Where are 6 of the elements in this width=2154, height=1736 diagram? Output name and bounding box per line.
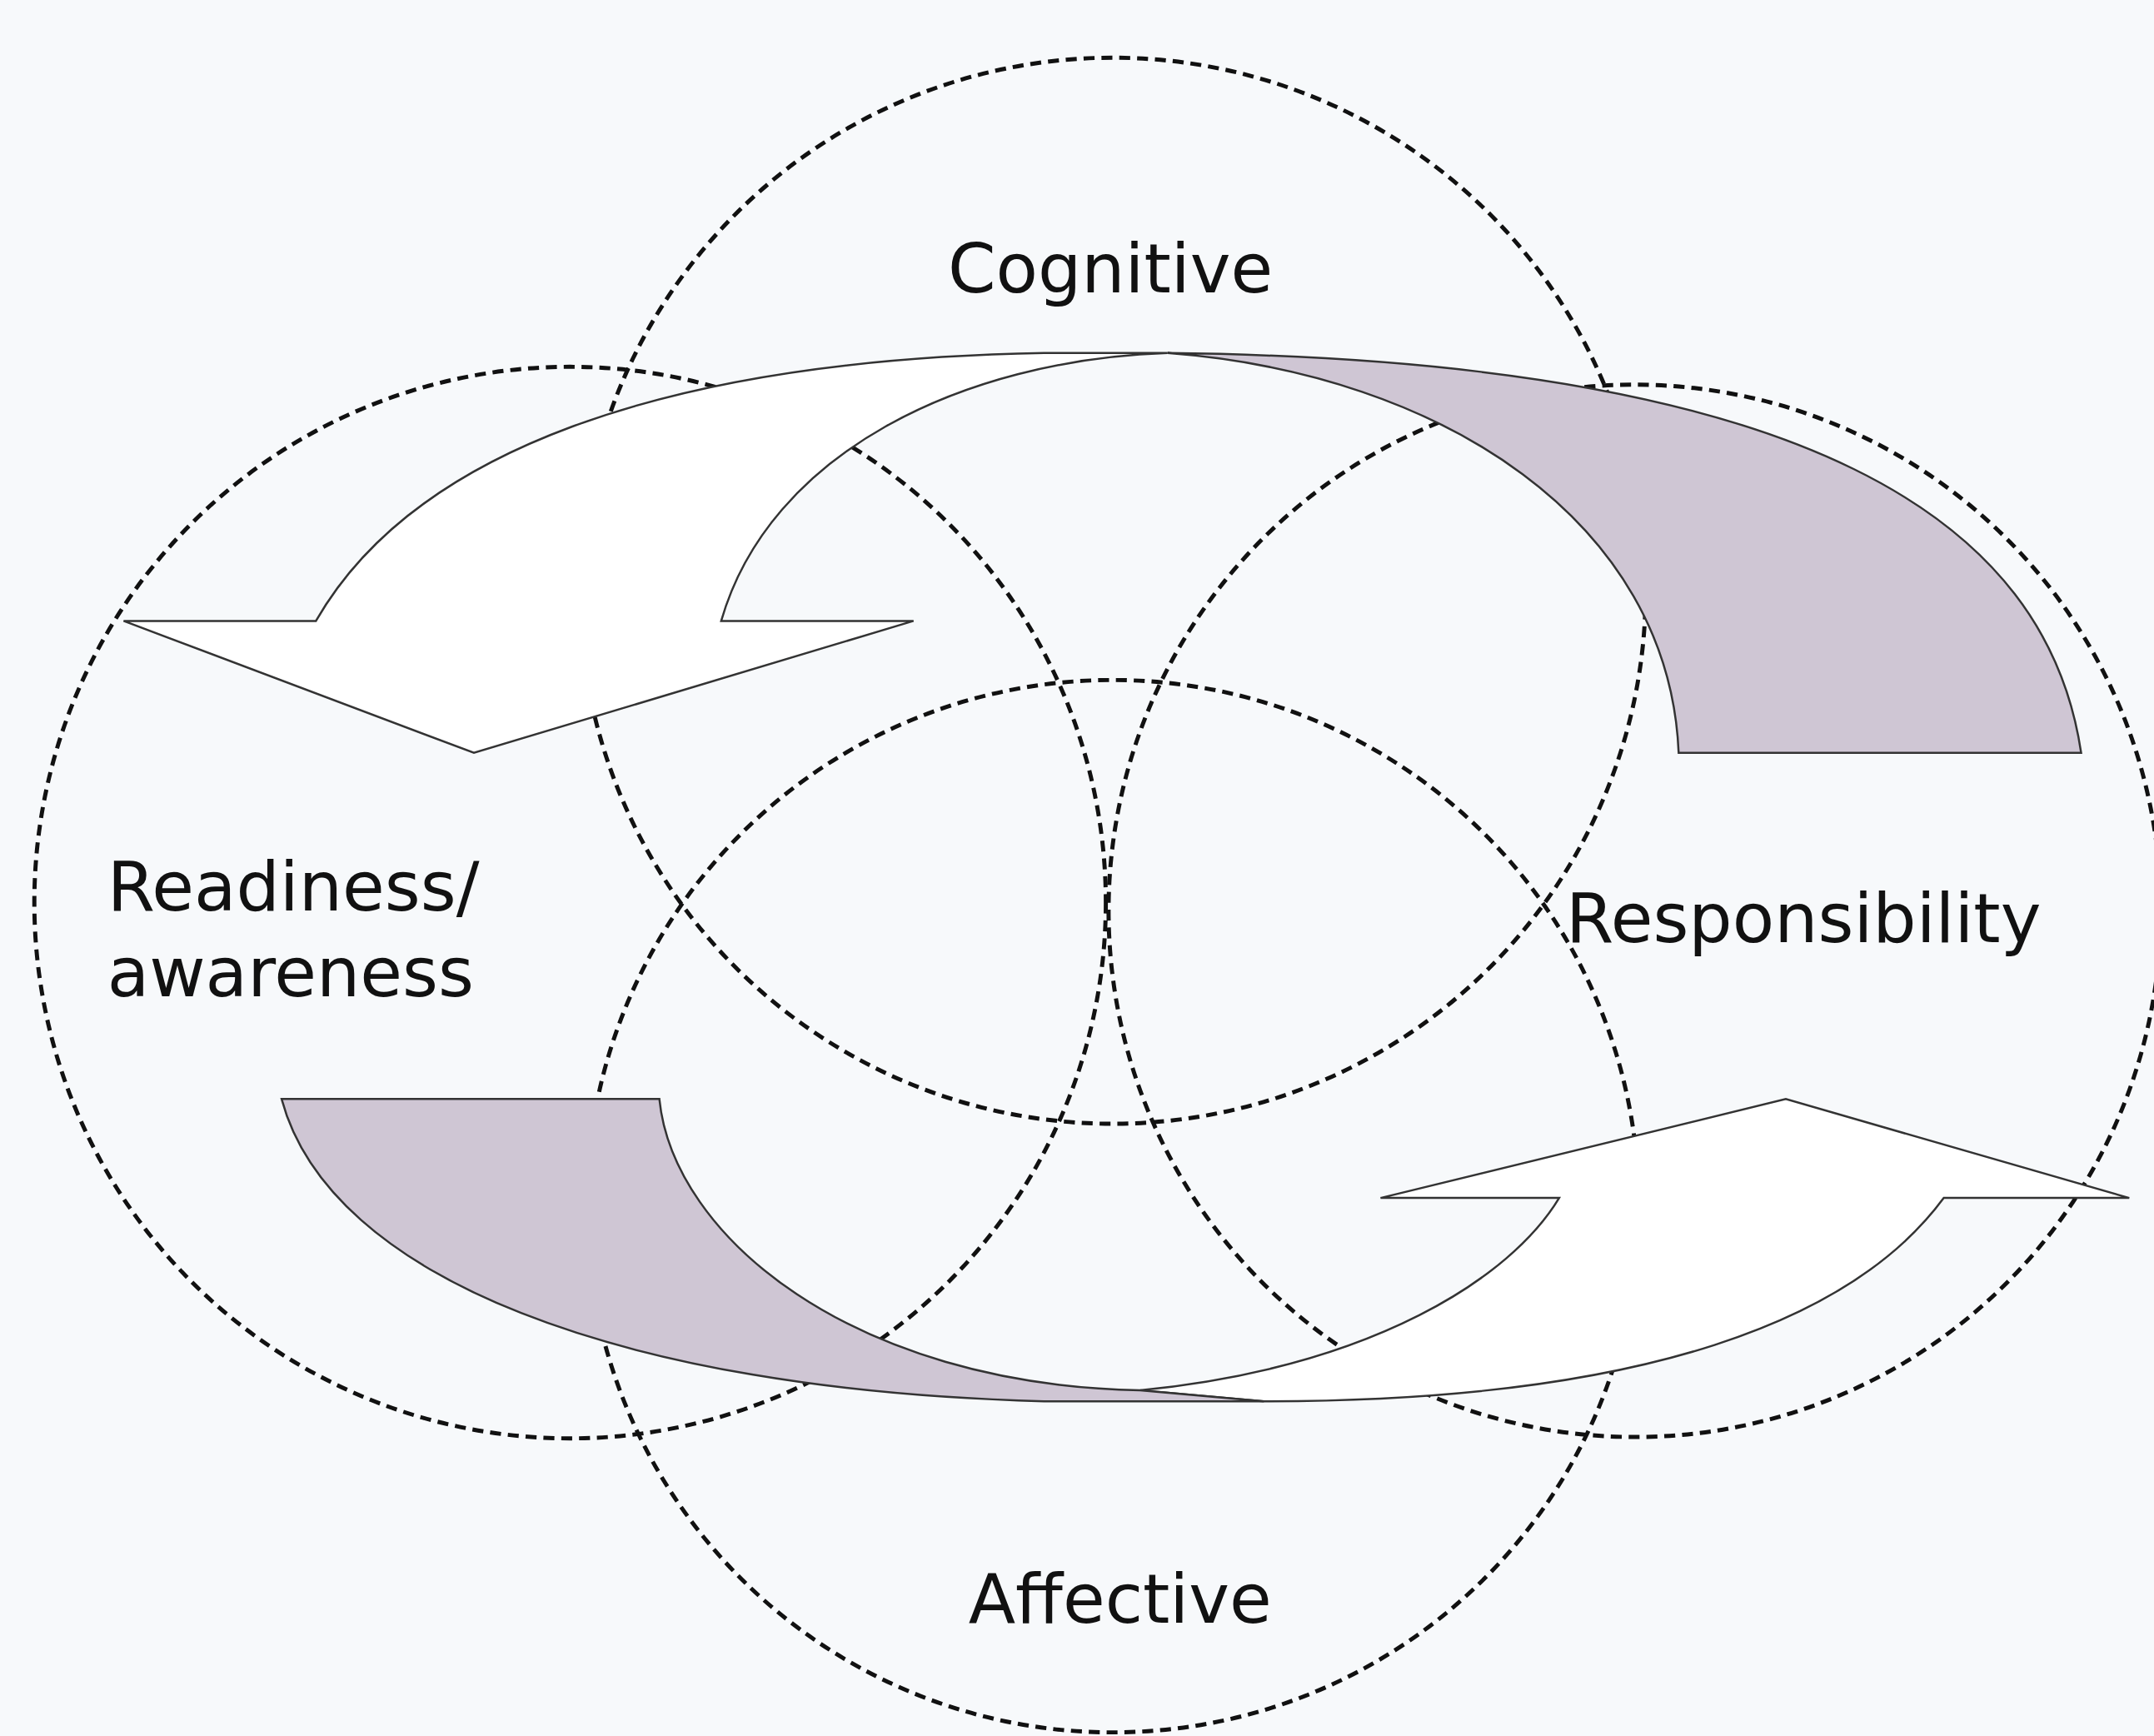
circle-label: Cognitive	[947, 228, 1274, 312]
circle-label: Readiness/ awareness	[107, 846, 481, 1015]
circle-label: Responsibility	[1566, 878, 2042, 961]
curved-arrow	[122, 352, 2082, 754]
circle-label: Affective	[968, 1558, 1273, 1641]
curved-arrow	[280, 1098, 2131, 1403]
